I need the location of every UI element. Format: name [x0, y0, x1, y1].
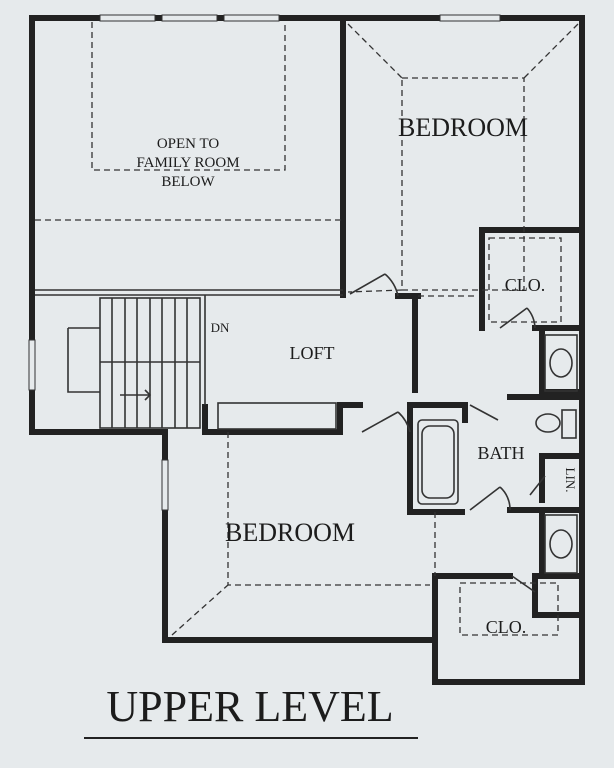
railings: [35, 289, 343, 430]
open-to-below-label-1: OPEN TO: [157, 136, 220, 152]
stair-dn-label: DN: [211, 320, 230, 335]
toilet: [535, 413, 561, 433]
bedroom-lower-label: BEDROOM: [225, 518, 355, 547]
room-labels: OPEN TO FAMILY ROOM BELOW BEDROOM CLO. D…: [136, 113, 578, 637]
linen-label: LIN.: [563, 468, 578, 493]
open-to-below-label-2: FAMILY ROOM: [136, 155, 239, 171]
fixtures: [417, 334, 578, 574]
sink-upper: [549, 348, 573, 378]
plan-title: UPPER LEVEL: [106, 682, 393, 731]
stairs: [67, 297, 201, 429]
doors: [349, 273, 546, 593]
loft-label: LOFT: [290, 343, 335, 363]
closet-upper-label: CLO.: [505, 275, 546, 295]
bath-label: BATH: [477, 443, 524, 463]
bathtub: [417, 419, 459, 505]
windows: [28, 14, 501, 511]
sink-lower: [549, 529, 573, 559]
open-to-below-label-3: BELOW: [161, 174, 215, 190]
ceiling-lines: [35, 22, 579, 636]
bedroom-upper-label: BEDROOM: [398, 113, 528, 142]
closet-lower-label: CLO.: [486, 617, 527, 637]
